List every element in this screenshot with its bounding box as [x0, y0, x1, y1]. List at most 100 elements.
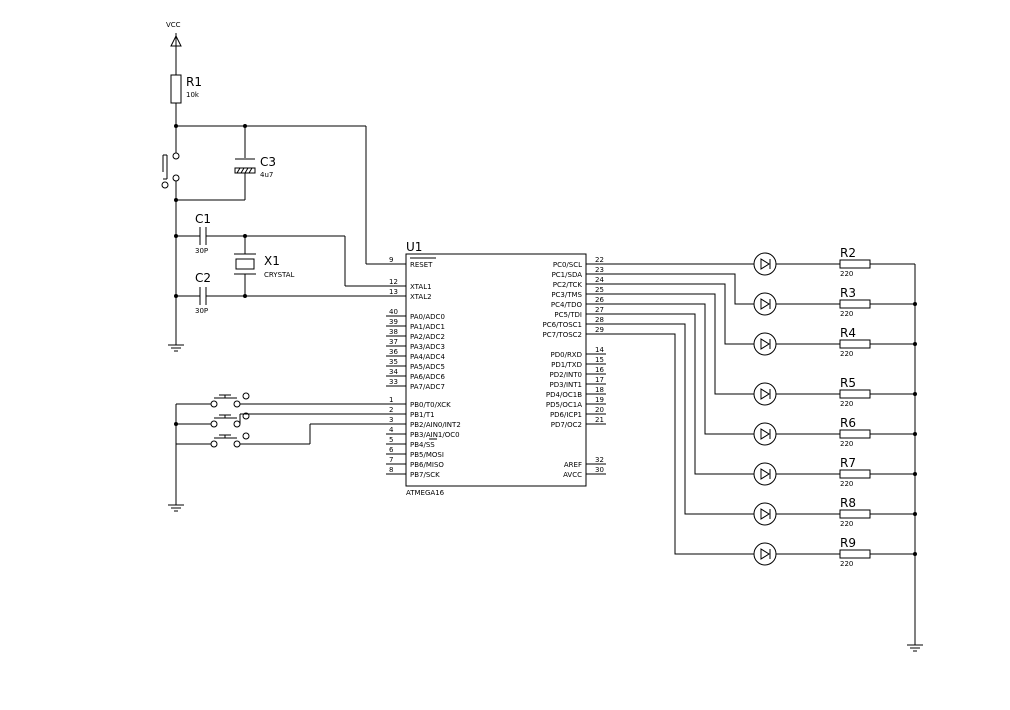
led-diode-icon: [753, 462, 777, 486]
pin-number: 1: [389, 396, 393, 404]
pin-name: PD2/INT0: [550, 371, 582, 379]
resistor-value: 220: [840, 480, 853, 488]
pin-name: PB6/MISO: [410, 461, 444, 469]
led-channel: R8 220: [606, 323, 917, 528]
pin-name: AVCC: [563, 471, 582, 479]
pin-name: PA6/ADC6: [410, 373, 445, 381]
u1-ref: U1: [406, 240, 422, 254]
c1-value: 30P: [195, 247, 208, 255]
pin-number: 21: [595, 416, 604, 424]
pin-number: 7: [389, 456, 393, 464]
pin-number: 3: [389, 416, 393, 424]
vcc-terminal: VCC: [166, 21, 182, 75]
pin-name: PB2/AIN0/INT2: [410, 421, 461, 429]
resistor-r1: R1 10k: [170, 74, 202, 104]
vcc-label: VCC: [166, 21, 181, 29]
pin-name: PC4/TDO: [551, 301, 583, 309]
pin-name: PA7/ADC7: [410, 383, 445, 391]
pin-number: 17: [595, 376, 604, 384]
reset-button: [161, 152, 180, 345]
pin-number: 38: [389, 328, 398, 336]
resistor-value: 220: [840, 400, 853, 408]
pin-number: 34: [389, 368, 398, 376]
led-diode-icon: [753, 502, 777, 526]
resistor-value: 220: [840, 270, 853, 278]
pin-number: 32: [595, 456, 604, 464]
pin-number: 20: [595, 406, 604, 414]
pin-name: PB5/MOSI: [410, 451, 444, 459]
pin-number: 37: [389, 338, 398, 346]
resistor-body: [839, 549, 871, 559]
pin-name: PD1/TXD: [551, 361, 582, 369]
led-channel: R3 220: [606, 273, 917, 318]
resistor-body: [839, 469, 871, 479]
capacitor-c3: C3 4u7: [174, 126, 276, 202]
capacitor-c1: C1 30P: [174, 212, 345, 255]
pin-name: PB1/T1: [410, 411, 435, 419]
pin-name: PC6/TOSC1: [543, 321, 583, 329]
pin-number: 33: [389, 378, 398, 386]
resistor-body: [839, 389, 871, 399]
push-buttons: [174, 392, 406, 505]
pin-name: PC7/TOSC2: [543, 331, 583, 339]
pin-name: PA3/ADC3: [410, 343, 445, 351]
r1-value: 10k: [186, 91, 200, 99]
ground-right: [907, 264, 923, 652]
pin-number: 40: [389, 308, 398, 316]
capacitor-c2: C2 30P: [174, 271, 406, 315]
microcontroller-u1: U1 ATMEGA16 9RESET12XTAL113XTAL240PA0/AD…: [386, 240, 606, 497]
resistor-value: 220: [840, 310, 853, 318]
ground-left-bottom: [168, 504, 184, 512]
pin-name: PD6/ICP1: [550, 411, 582, 419]
pin-name: PC1/SDA: [552, 271, 583, 279]
pin-number: 29: [595, 326, 604, 334]
pin-number: 8: [389, 466, 393, 474]
crystal-x1: X1 CRYSTAL: [234, 236, 295, 296]
pin-name: PD4/OC1B: [546, 391, 582, 399]
x1-value: CRYSTAL: [264, 271, 295, 279]
pin-name: PB4/SS: [410, 441, 435, 449]
resistor-ref: R8: [840, 496, 856, 510]
pin-number: 14: [595, 346, 604, 354]
resistor-ref: R3: [840, 286, 856, 300]
resistor-ref: R7: [840, 456, 856, 470]
pin-name: PA5/ADC5: [410, 363, 445, 371]
c3-value: 4u7: [260, 171, 273, 179]
pin-number: 24: [595, 276, 604, 284]
u1-right-pins: 22PC0/SCL23PC1/SDA24PC2/TCK25PC3/TMS26PC…: [543, 256, 606, 479]
resistor-ref: R5: [840, 376, 856, 390]
led-diode-icon: [753, 382, 777, 406]
pin-number: 23: [595, 266, 604, 274]
led-channel: R7 220: [606, 313, 917, 488]
reset-wires: [174, 103, 406, 265]
resistor-value: 220: [840, 560, 853, 568]
pin-name: XTAL1: [410, 283, 432, 291]
pin-number: 5: [389, 436, 393, 444]
resistor-ref: R2: [840, 246, 856, 260]
pin-name: PD3/INT1: [550, 381, 582, 389]
pin-name: PA1/ADC1: [410, 323, 445, 331]
pin-name: PB7/SCK: [410, 471, 440, 479]
pin-number: 16: [595, 366, 604, 374]
u1-part: ATMEGA16: [406, 489, 445, 497]
pin-name: AREF: [564, 461, 582, 469]
